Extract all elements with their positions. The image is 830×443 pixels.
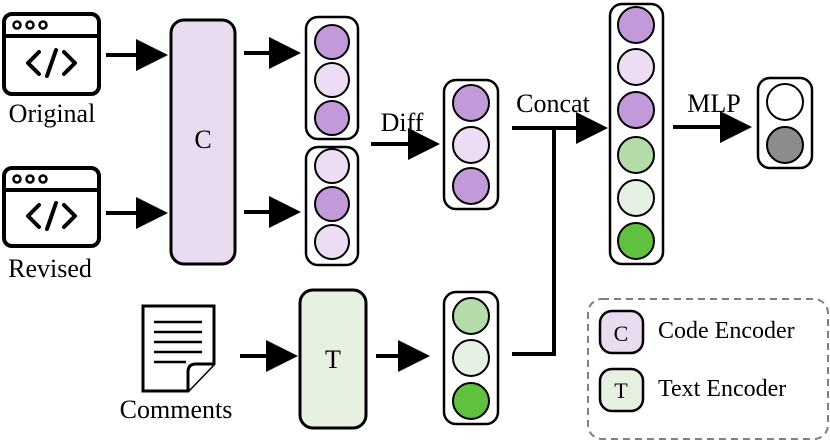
legend: C Code Encoder T Text Encoder	[587, 298, 829, 440]
diff-label: Diff	[381, 108, 424, 137]
original-code-window-icon	[2, 12, 101, 96]
embedding-node	[617, 222, 655, 260]
code-encoder-letter: C	[194, 125, 211, 154]
mlp-label: MLP	[687, 89, 740, 118]
comments-embedding-vector	[442, 290, 500, 426]
embedding-node	[617, 91, 655, 129]
comments-to-concat-connector	[512, 128, 556, 356]
embedding-node	[452, 84, 490, 122]
embedding-node	[314, 224, 350, 260]
embedding-node	[314, 100, 350, 136]
embedding-node	[617, 6, 655, 44]
embedding-node	[452, 297, 490, 335]
concat-label: Concat	[516, 89, 590, 118]
embedding-node	[617, 179, 655, 217]
embedding-node	[314, 186, 350, 222]
embedding-node	[452, 382, 490, 420]
legend-code-encoder-letter: C	[614, 321, 629, 346]
diff-embedding-vector	[442, 78, 500, 211]
text-encoder-letter: T	[325, 345, 341, 374]
original-label: Original	[9, 99, 96, 128]
concatenated-vector	[608, 2, 665, 266]
embedding-node	[617, 48, 655, 86]
code-encoder-block	[169, 18, 237, 266]
embedding-node	[452, 339, 490, 377]
legend-code-encoder-swatch	[598, 309, 645, 355]
output-vector	[756, 76, 814, 170]
embedding-node	[314, 148, 350, 184]
comments-document-icon	[141, 304, 216, 393]
revised-code-window-icon	[2, 166, 101, 248]
comments-label: Comments	[120, 395, 233, 424]
legend-text-encoder-label: Text Encoder	[658, 376, 786, 402]
embedding-node	[314, 24, 350, 60]
legend-text-encoder-swatch	[598, 367, 645, 413]
embedding-node	[617, 136, 655, 174]
embedding-node	[452, 167, 490, 205]
embedding-node	[452, 126, 490, 164]
original-embedding-vector	[304, 15, 360, 141]
output-node	[766, 83, 804, 121]
legend-text-encoder-letter: T	[614, 378, 628, 403]
text-encoder-block	[298, 288, 368, 430]
output-node	[766, 126, 804, 164]
revised-embedding-vector	[304, 145, 360, 267]
legend-code-encoder-label: Code Encoder	[658, 318, 795, 344]
embedding-node	[314, 62, 350, 98]
revised-label: Revised	[8, 254, 92, 283]
